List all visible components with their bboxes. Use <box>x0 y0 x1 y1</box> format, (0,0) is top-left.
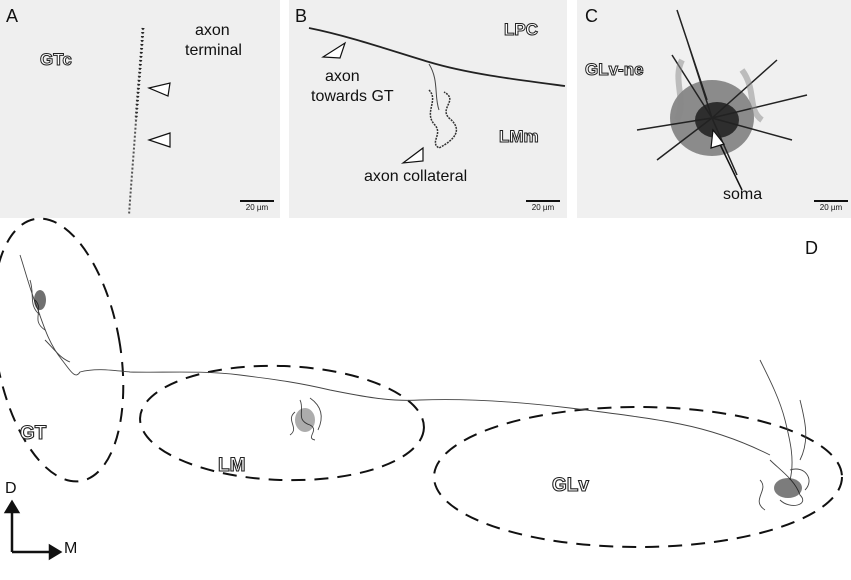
region-outline-lm <box>139 364 425 482</box>
axis-label-dorsal: D <box>5 480 17 497</box>
panel-b-micrograph: B LPC LMm axon towards GT axon collatera… <box>289 0 567 218</box>
panel-b-label-1: axon <box>325 68 360 85</box>
region-label-lm: LM <box>217 454 246 476</box>
panel-b-region-2: LMm <box>499 127 540 147</box>
orientation-axes <box>3 499 63 561</box>
panel-c-soma-image <box>636 9 808 191</box>
axis-label-medial: M <box>64 540 78 557</box>
panel-a-letter: A <box>6 6 19 26</box>
panel-b-region-1: LPC <box>504 20 539 40</box>
region-label-gt: GT <box>19 422 47 444</box>
arrowhead-icon <box>400 146 424 164</box>
panel-b-axon-image <box>308 27 566 164</box>
panel-a-label-1: axon <box>195 22 230 39</box>
arrow-icon <box>710 128 726 149</box>
panel-a-label-2: terminal <box>185 42 242 59</box>
panel-b-scale-bar: 20 µm <box>526 200 560 212</box>
arrowhead-icon <box>321 41 347 59</box>
panel-a-axon-image <box>128 27 171 216</box>
panel-a-scale-bar: 20 µm <box>240 200 274 212</box>
panel-b-label-3: axon collateral <box>364 168 468 185</box>
panel-a-micrograph: A GTc axon terminal 20 µm <box>0 0 280 218</box>
panel-a-region: GTc <box>40 50 73 70</box>
arrowhead-icon <box>147 82 171 97</box>
panel-c-letter: C <box>585 6 598 26</box>
arrowhead-icon <box>147 132 171 148</box>
panel-c-micrograph: C GLv-ne soma 20 µm <box>577 0 851 218</box>
panel-c-label: soma <box>723 186 763 203</box>
region-outline-glv <box>433 406 843 548</box>
region-label-glv: GLv <box>551 474 589 496</box>
region-outline-gt <box>0 217 125 483</box>
panel-c-region: GLv-ne <box>585 60 645 80</box>
panel-d-letter: D <box>805 238 818 258</box>
panel-b-label-2: towards GT <box>311 88 394 105</box>
panel-c-scale-bar: 20 µm <box>814 200 848 212</box>
panel-b-letter: B <box>295 6 308 26</box>
